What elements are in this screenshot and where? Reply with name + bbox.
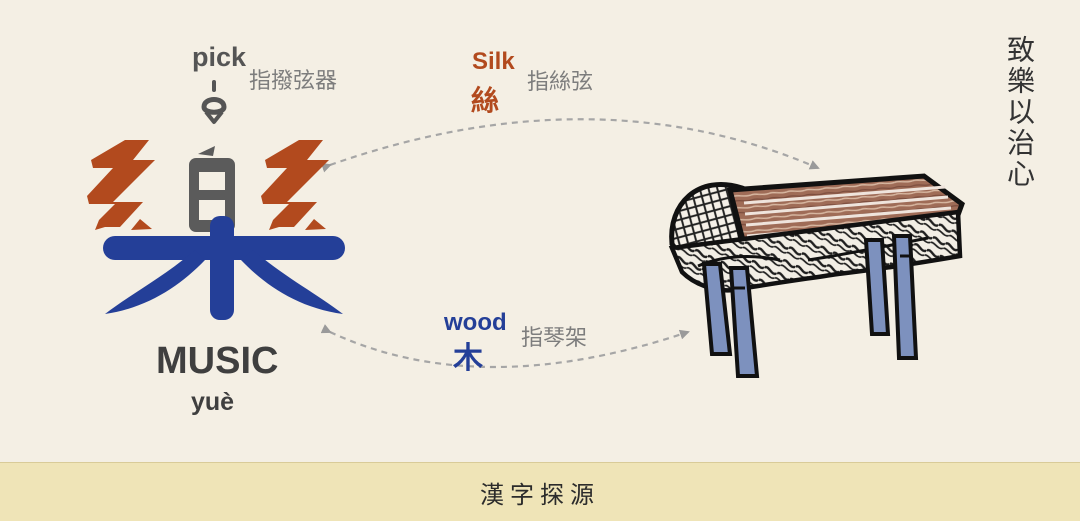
footer-title: 漢字探源 xyxy=(480,480,600,509)
silk-connector xyxy=(320,118,820,173)
pick-label-zh: 指撥弦器 xyxy=(249,69,338,94)
wood-component xyxy=(103,216,345,320)
pick-label-en: pick xyxy=(192,42,247,72)
music-english: MUSIC xyxy=(156,340,279,382)
silk-label-en: Silk xyxy=(472,48,515,75)
silk-character: 絲 xyxy=(471,84,500,117)
pick-icon xyxy=(201,80,227,124)
diagram-canvas: pick 指撥弦器 Silk 絲 指絲弦 MUSIC yuè xyxy=(87,35,1036,416)
pick-component-center xyxy=(189,146,235,232)
wood-connector xyxy=(320,324,690,369)
music-character-glyph xyxy=(87,140,345,320)
wood-character: 木 xyxy=(453,341,483,376)
wood-label-en: wood xyxy=(444,309,507,336)
qin-icon xyxy=(668,173,965,378)
silk-label-zh: 指絲弦 xyxy=(527,70,594,95)
footer-banner: 漢字探源 xyxy=(0,462,1080,521)
vertical-motto: 致樂以治心 xyxy=(1003,35,1036,190)
music-pinyin: yuè xyxy=(191,388,235,416)
silk-component-left xyxy=(87,140,155,230)
silk-component-right xyxy=(261,140,329,230)
wood-label-zh: 指琴架 xyxy=(521,326,588,351)
